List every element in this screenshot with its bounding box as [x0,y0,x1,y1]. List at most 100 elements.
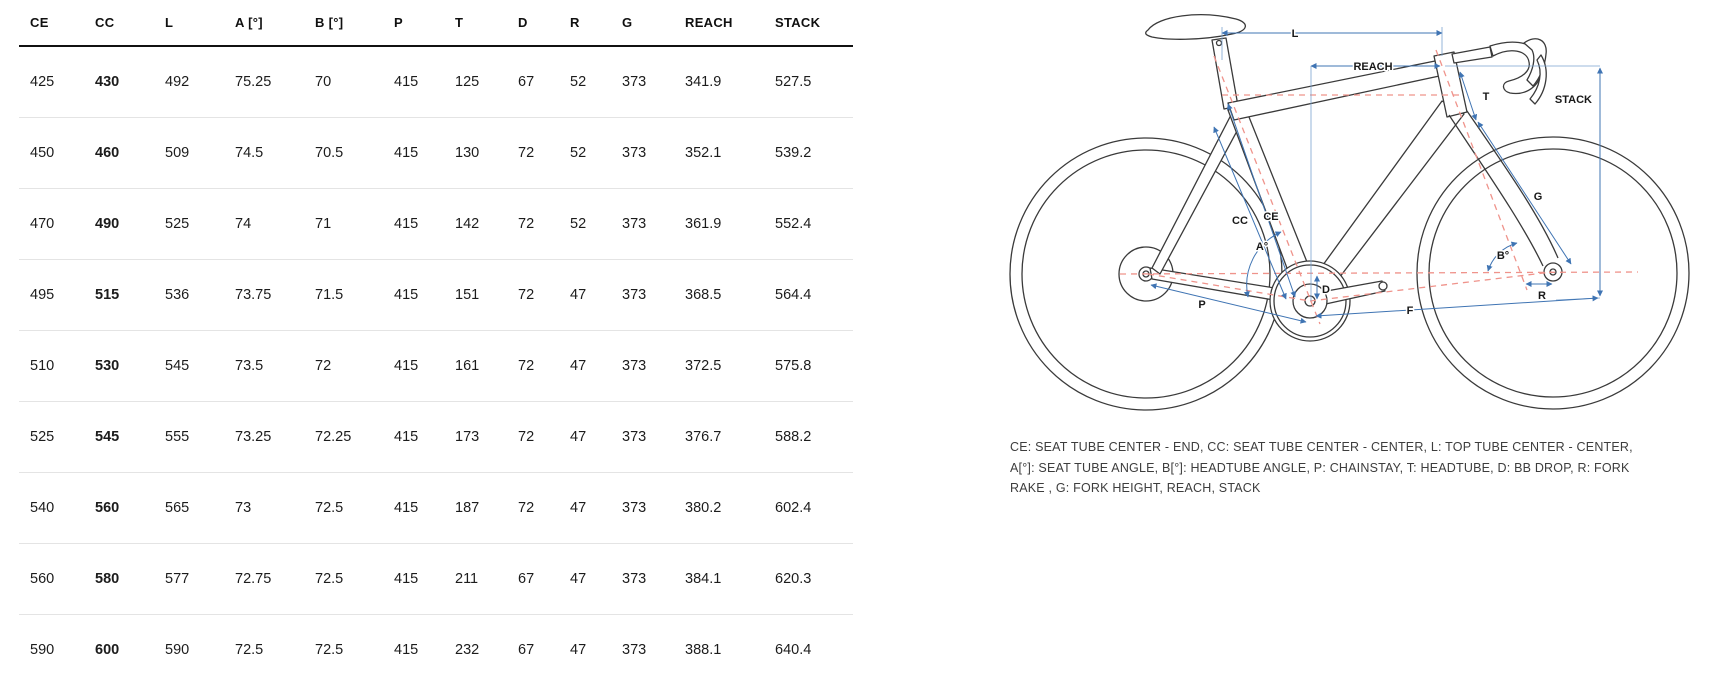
table-row: 540 560 565 73 72.5 415 187 72 47 373 38… [19,472,853,543]
cell-reach: 372.5 [685,357,722,374]
cell-b: 71.5 [315,286,344,303]
cell-d: 67 [518,641,535,658]
cell-b: 72.5 [315,570,344,587]
bike-frame [1149,37,1563,307]
cell-stack: 527.5 [775,73,812,90]
cell-cc: 430 [95,73,120,90]
cell-reach: 368.5 [685,286,722,303]
cell-l: 509 [165,144,190,161]
cell-a: 75.25 [235,73,272,90]
cell-d: 72 [518,499,535,516]
cell-t: 125 [455,73,480,90]
bike-geometry-diagram: L REACH T STACK G CC CE A° B° D P F R [1009,14,1690,411]
table-row: 450 460 509 74.5 70.5 415 130 72 52 373 … [19,117,853,188]
cell-b: 70.5 [315,144,344,161]
cell-d: 72 [518,357,535,374]
cell-cc: 490 [95,215,120,232]
dimension-lines [1150,27,1603,324]
column-header: CC [95,0,165,47]
cell-r: 47 [570,357,587,374]
column-header: D [518,0,570,47]
label-stack: STACK [1555,94,1592,106]
cell-b: 72.25 [315,428,352,445]
cell-t: 187 [455,499,480,516]
cell-a: 73 [235,499,252,516]
cell-b: 71 [315,215,332,232]
cell-r: 52 [570,73,587,90]
label-seat-tube-cc: CC [1232,215,1248,227]
cell-reach: 380.2 [685,499,722,516]
label-headtube: T [1483,91,1490,103]
cell-t: 232 [455,641,480,658]
table-row: 470 490 525 74 71 415 142 72 52 373 361.… [19,188,853,259]
cell-stack: 602.4 [775,499,812,516]
column-header: R [570,0,622,47]
cell-r: 47 [570,641,587,658]
cell-b: 72.5 [315,499,344,516]
saddle [1145,14,1246,47]
diagram-labels: L REACH T STACK G CC CE A° B° D P F R [1197,27,1594,319]
label-top-tube: L [1292,28,1299,40]
table-row: 425 430 492 75.25 70 415 125 67 52 373 3… [19,46,853,117]
cell-ce: 425 [30,73,55,90]
cell-l: 545 [165,357,190,374]
cell-a: 72.75 [235,570,272,587]
label-head-angle: B° [1497,250,1509,262]
table-row: 590 600 590 72.5 72.5 415 232 67 47 373 … [19,614,853,685]
cell-l: 492 [165,73,190,90]
cell-stack: 539.2 [775,144,812,161]
label-chainstay: P [1198,299,1205,311]
cell-p: 415 [394,357,419,374]
cell-reach: 384.1 [685,570,722,587]
cell-cc: 515 [95,286,120,303]
cell-t: 142 [455,215,480,232]
column-header: L [165,0,235,47]
cell-b: 70 [315,73,332,90]
cell-r: 47 [570,428,587,445]
label-fork-height: G [1534,191,1543,203]
cell-a: 73.75 [235,286,272,303]
cell-g: 373 [622,641,647,658]
cell-r: 47 [570,286,587,303]
cell-stack: 588.2 [775,428,812,445]
cell-d: 72 [518,215,535,232]
label-bb-drop: D [1322,284,1330,296]
cell-l: 555 [165,428,190,445]
cell-ce: 470 [30,215,55,232]
column-header: B [°] [315,0,394,47]
cell-cc: 545 [95,428,120,445]
cell-ce: 540 [30,499,55,516]
cell-cc: 530 [95,357,120,374]
cell-d: 67 [518,73,535,90]
column-header: REACH [685,0,775,47]
label-seat-tube-ce: CE [1263,211,1278,223]
cell-reach: 388.1 [685,641,722,658]
cell-p: 415 [394,215,419,232]
cell-r: 52 [570,215,587,232]
cell-ce: 560 [30,570,55,587]
cell-reach: 376.7 [685,428,722,445]
cell-p: 415 [394,499,419,516]
cell-t: 151 [455,286,480,303]
cell-l: 565 [165,499,190,516]
cell-t: 130 [455,144,480,161]
cell-reach: 352.1 [685,144,722,161]
cell-reach: 361.9 [685,215,722,232]
table-row: 560 580 577 72.75 72.5 415 211 67 47 373… [19,543,853,614]
cell-ce: 495 [30,286,55,303]
cell-b: 72.5 [315,641,344,658]
cell-reach: 341.9 [685,73,722,90]
cell-t: 211 [455,570,479,587]
cell-ce: 525 [30,428,55,445]
label-fork-rake: R [1538,290,1546,302]
cell-p: 415 [394,428,419,445]
cell-b: 72 [315,357,332,374]
cell-g: 373 [622,215,647,232]
cell-ce: 450 [30,144,55,161]
cell-stack: 564.4 [775,286,812,303]
table-row: 495 515 536 73.75 71.5 415 151 72 47 373… [19,259,853,330]
cell-p: 415 [394,641,419,658]
column-header: STACK [775,0,853,47]
